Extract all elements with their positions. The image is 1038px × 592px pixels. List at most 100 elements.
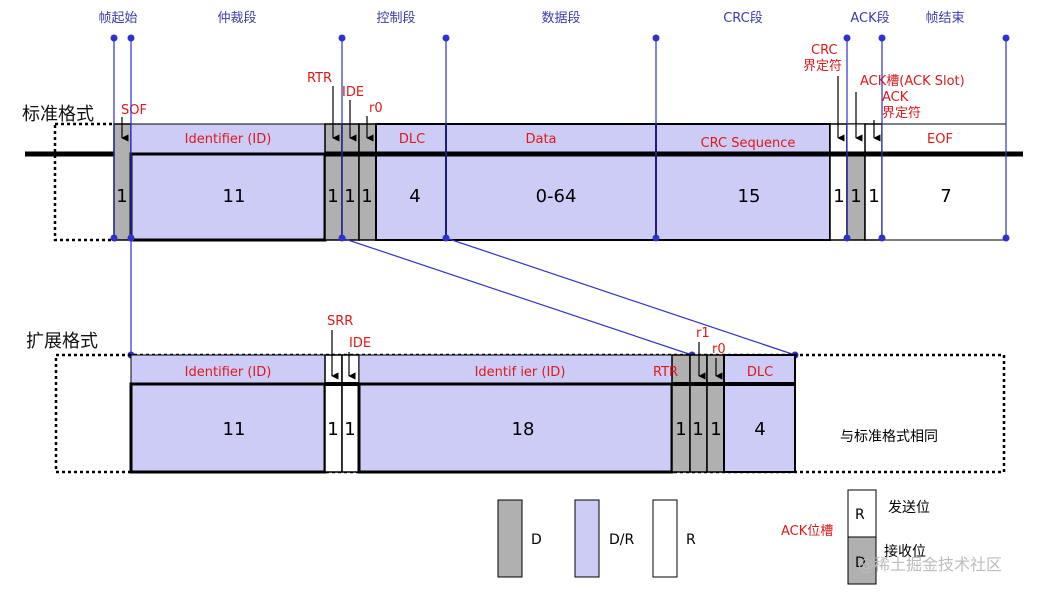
ext-bits-rtr: 1 [675, 419, 686, 440]
std-bits-eof: 7 [940, 186, 951, 207]
marker-dot-arb-top [127, 34, 135, 42]
std-ack-slot-annot: ACK槽(ACK Slot) [860, 74, 965, 89]
legend-recv-letter: D [855, 555, 866, 571]
ext-identifier-b-label: Identif ier (ID) [475, 365, 566, 380]
std-bits-ide: 1 [344, 186, 355, 207]
ext-srr-cell [324, 354, 343, 473]
ext-srr-annot: SRR [327, 314, 353, 329]
marker-dot-sof-top [110, 34, 118, 42]
legend-recv-text: 接收位 [884, 543, 926, 560]
std-dlc-cell [375, 123, 447, 241]
marker-dot-ack-top [843, 34, 851, 42]
legend-r-label: R [686, 532, 696, 548]
seg-label-sof: 帧起始 [98, 11, 137, 26]
marker-diag-1 [341, 237, 693, 356]
std-bits-rtr: 1 [327, 186, 338, 207]
ext-identifier-a-label: Identifier (ID) [185, 365, 272, 380]
ext-ide-cell [341, 354, 360, 473]
standard-frame: Identifier (ID) DLC Data CRC Sequence EO… [22, 43, 1023, 242]
std-ack-delim-cell [864, 123, 883, 241]
marker-dot-crc-bot [652, 234, 660, 242]
marker-dot-data-bot [442, 234, 450, 242]
legend-send-text: 发送位 [888, 500, 930, 516]
standard-format-title: 标准格式 [22, 104, 94, 125]
marker-diag-2 [445, 237, 796, 356]
std-ack-delim-line2: 界定符 [882, 105, 921, 121]
std-bits-ack-delim: 1 [868, 186, 879, 207]
std-r0-annot: r0 [369, 101, 383, 116]
legend-dr-swatch [574, 499, 600, 578]
std-rtr-annot: RTR [307, 71, 332, 86]
extended-frame: 扩展格式 Identifier (ID) Identif ier (ID) DL… [26, 314, 1006, 474]
seg-label-control: 控制段 [376, 11, 415, 26]
std-bits-ack: 1 [850, 186, 861, 207]
legend-d-label: D [531, 532, 542, 548]
ext-id-b-band [358, 354, 673, 385]
std-rtr-cell [324, 123, 343, 241]
std-data-label: Data [525, 132, 556, 147]
std-ack-delim-line1: ACK [882, 90, 909, 105]
segment-markers: 帧起始 仲裁段 控制段 数据段 CRC段 ACK段 帧结束 [98, 10, 1010, 359]
std-sof-cell [113, 123, 132, 241]
legend-send-letter: R [855, 507, 865, 523]
ext-same-as-standard: 与标准格式相同 [840, 429, 938, 445]
std-bits-r0: 1 [361, 186, 372, 207]
std-bits-dlc: 4 [409, 186, 420, 207]
marker-dot-data-top [442, 34, 450, 42]
ext-dlc-cell [723, 354, 796, 473]
marker-dot-eof-top [878, 34, 886, 42]
std-bits-id: 11 [223, 186, 246, 207]
legend-dr-label: D/R [609, 532, 634, 548]
marker-dot-crc-top [652, 34, 660, 42]
marker-dot-eof-bot [878, 234, 886, 242]
std-ide-cell [341, 123, 360, 241]
ext-bits-r0: 1 [710, 419, 721, 440]
watermark-text: @稀土掘金技术社区 [858, 555, 1002, 574]
std-bits-data: 0-64 [536, 186, 577, 207]
std-ide-annot: IDE [342, 85, 364, 100]
ext-bits-ide: 1 [344, 419, 355, 440]
ext-rtr-annot: RTR [653, 365, 678, 380]
legend: D D/R R ACK位槽 R D 发送位 接收位 [497, 489, 930, 585]
marker-dot-ack-bot [843, 234, 851, 242]
ext-bits-r1: 1 [692, 419, 703, 440]
ext-id-a-band [130, 354, 326, 385]
ext-dlc-label: DLC [747, 365, 773, 380]
standard-idle-left [53, 122, 117, 242]
std-id-body [129, 152, 327, 242]
std-bits-crc: 15 [738, 186, 761, 207]
marker-dot-end-bot [1002, 234, 1010, 242]
seg-label-data: 数据段 [541, 11, 580, 26]
ext-r1-annot: r1 [696, 326, 710, 341]
legend-ack-slot-label: ACK位槽 [781, 524, 833, 539]
legend-recv-cell [847, 536, 877, 585]
std-crc-delim-line1: CRC [811, 43, 838, 58]
seg-label-crc: CRC段 [723, 11, 763, 26]
std-identifier-label: Identifier (ID) [185, 132, 272, 147]
std-eof-cell [881, 123, 1007, 241]
marker-dot-arb-bot [127, 234, 135, 242]
std-crc-delim-line2: 界定符 [803, 58, 842, 74]
extended-format-title: 扩展格式 [26, 331, 98, 352]
std-crc-delim-cell [829, 123, 848, 241]
std-crc-seq-label: CRC Sequence [701, 136, 796, 151]
std-eof-label: EOF [927, 132, 953, 147]
std-ack-delim-annot: ACK 界定符 [882, 90, 921, 121]
seg-label-ack: ACK段 [850, 11, 889, 26]
std-crc-delim-annot: CRC 界定符 [803, 43, 842, 74]
ext-bits-id-b: 18 [512, 419, 535, 440]
std-dlc-label: DLC [399, 132, 425, 147]
ext-bits-dlc: 4 [754, 419, 765, 440]
ext-ide-annot: IDE [349, 336, 371, 351]
legend-r-swatch [652, 499, 678, 578]
ext-bits-id-a: 11 [223, 419, 246, 440]
marker-dot-ctrl-top [338, 34, 346, 42]
marker-dot-sof-bot [110, 234, 118, 242]
ext-bits-srr: 1 [327, 419, 338, 440]
std-bits-crc-delim: 1 [833, 186, 844, 207]
seg-label-arbitration: 仲裁段 [217, 10, 256, 26]
std-r0-cell [358, 123, 377, 241]
marker-dot-end-top [1002, 34, 1010, 42]
seg-label-eof: 帧结束 [925, 11, 964, 26]
